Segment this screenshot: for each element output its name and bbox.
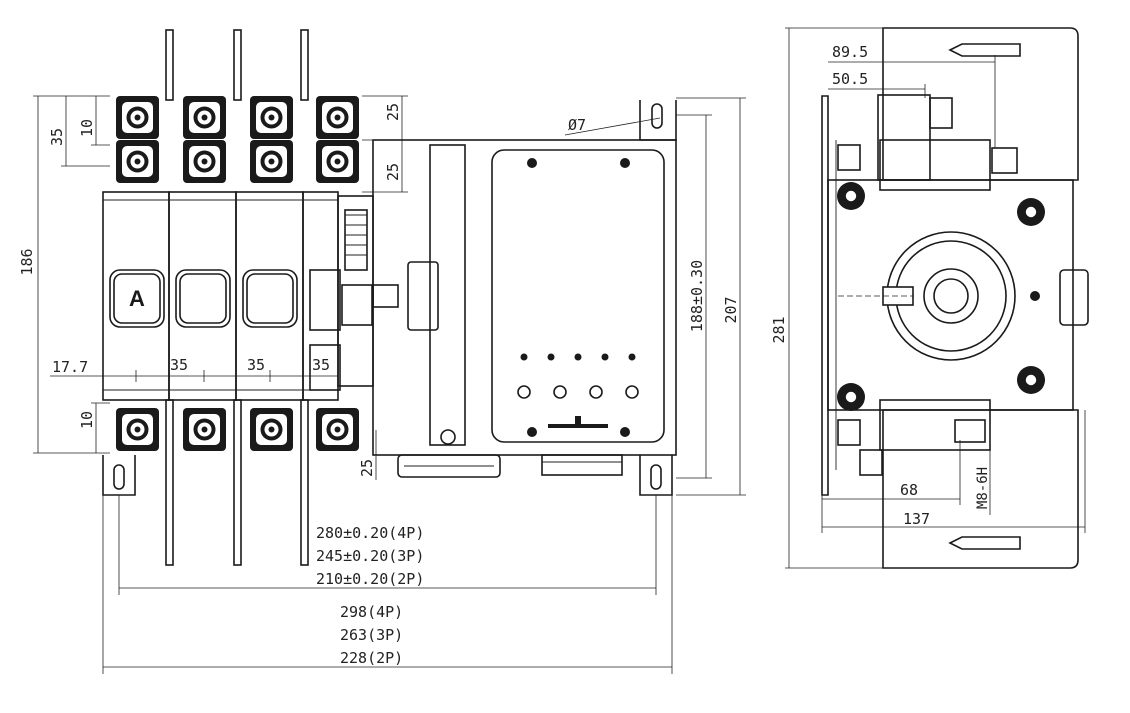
- dim-hole-dia: Ø7: [568, 116, 586, 134]
- control-buttons: [517, 385, 639, 399]
- terminal-bottom-1: [116, 408, 159, 451]
- dim-68: 68: [900, 481, 918, 499]
- dim-10-bottom: 10: [78, 411, 96, 429]
- terminal-top-row2-2: [183, 140, 226, 183]
- terminal-top-row2-1: [116, 140, 159, 183]
- pole-label-a: A: [129, 286, 145, 311]
- dim-25-bottom: 25: [358, 459, 376, 477]
- dim-35-pole-3: 35: [312, 356, 330, 374]
- terminal-bottom-3: [250, 408, 293, 451]
- terminal-top-row2-4: [316, 140, 359, 183]
- dim-245-3p: 245±0.20(3P): [316, 547, 424, 565]
- terminal-top-row1-1: [116, 96, 159, 139]
- dim-298-4p: 298(4P): [340, 603, 403, 621]
- dim-186: 186: [18, 248, 36, 275]
- dim-228-2p: 228(2P): [340, 649, 403, 667]
- dim-25-a: 25: [384, 103, 402, 121]
- terminal-top-row2-3: [250, 140, 293, 183]
- side-view: 89.5 50.5 281 68 137 M8-6H: [770, 27, 1089, 569]
- dim-89-5: 89.5: [832, 43, 868, 61]
- top-terminals: [116, 96, 359, 183]
- dim-263-3p: 263(3P): [340, 626, 403, 644]
- side-dimensions: 89.5 50.5 281 68 137 M8-6H: [770, 27, 1086, 569]
- slot-marks: [948, 43, 1021, 550]
- front-dimensions: 186 35 10 25 25 17.7 35 35 35: [18, 95, 746, 674]
- dim-207: 207: [722, 296, 740, 323]
- led-indicators: [520, 353, 636, 361]
- dim-137: 137: [903, 510, 930, 528]
- rotary-knob: [838, 231, 1016, 361]
- dim-35-pole-2: 35: [247, 356, 265, 374]
- bottom-terminals: [116, 408, 359, 451]
- top-busbar-blades: [165, 29, 309, 101]
- dim-210-2p: 210±0.20(2P): [316, 570, 424, 588]
- bottom-busbar-blades: [165, 399, 309, 566]
- terminal-bottom-4: [316, 408, 359, 451]
- controller-housing: [372, 139, 677, 478]
- dim-10-top: 10: [78, 119, 96, 137]
- front-view: A: [18, 29, 746, 674]
- terminal-top-row1-3: [250, 96, 293, 139]
- dim-50-5: 50.5: [832, 70, 868, 88]
- terminal-bottom-2: [183, 408, 226, 451]
- dim-281: 281: [770, 316, 788, 343]
- pole-windows: A: [109, 269, 298, 328]
- dim-280-4p: 280±0.20(4P): [316, 524, 424, 542]
- pole-bodies: [102, 191, 339, 401]
- terminal-top-row1-2: [183, 96, 226, 139]
- dim-188: 188±0.30: [688, 260, 706, 332]
- side-mounting-holes: [837, 182, 1045, 411]
- dim-m8-thread: M8-6H: [975, 467, 991, 509]
- dim-17-7: 17.7: [52, 358, 88, 376]
- terminal-top-row1-4: [316, 96, 359, 139]
- dim-25-b: 25: [384, 163, 402, 181]
- dim-35-top: 35: [48, 128, 66, 146]
- dim-35-pole-1: 35: [170, 356, 188, 374]
